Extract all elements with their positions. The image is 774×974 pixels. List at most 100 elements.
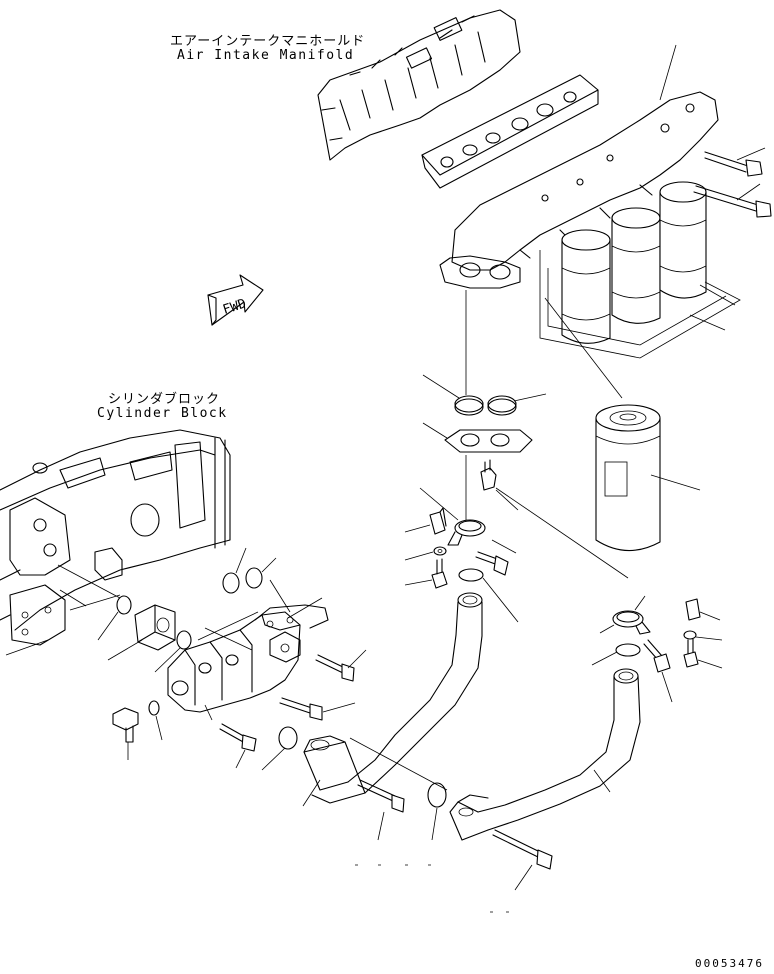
leader-seal-lower xyxy=(431,807,438,841)
manifold-label-en: Air Intake Manifold xyxy=(177,48,355,63)
clip-right xyxy=(685,598,701,621)
leader-fuel-head-2 xyxy=(269,579,291,613)
o-ring-block-1 xyxy=(222,572,240,594)
air-intake-manifold xyxy=(317,9,521,161)
leader-clamp-right-top xyxy=(634,595,646,611)
leader-clip-right xyxy=(699,611,721,621)
leader-washer-left xyxy=(404,551,434,561)
seal-washer-left xyxy=(458,568,484,582)
leader-plug-washer xyxy=(155,715,163,741)
leader-block-bolt xyxy=(59,589,87,607)
leader-bolt-left xyxy=(404,579,433,586)
pipe-clamp-left xyxy=(447,519,486,546)
o-ring-head xyxy=(176,630,192,650)
flange-bolt-left xyxy=(357,779,405,813)
leader-head-left xyxy=(204,627,253,651)
bolt-left xyxy=(431,558,448,589)
head-bolt-upper xyxy=(315,654,355,682)
leader-clamp-bolt-right xyxy=(661,671,673,703)
leader-pipe-right xyxy=(593,769,611,793)
leader-adapter-bolt xyxy=(495,489,519,511)
leader-filter-installed-2 xyxy=(699,284,736,306)
fuel-pipe-right xyxy=(449,668,641,841)
centerline-right-pipe xyxy=(495,487,629,579)
leader-washer-right xyxy=(695,636,723,641)
leader-adapter-block xyxy=(107,639,143,661)
leader-bolt-right xyxy=(697,659,723,669)
leader-head-bottom xyxy=(204,704,213,721)
fuel-pipe-left xyxy=(303,592,483,804)
filter-group-outline-inner xyxy=(547,268,727,346)
leader-head-bolt-lower xyxy=(322,702,356,713)
clamp-bolt-center xyxy=(475,551,509,576)
cylinder-block xyxy=(0,429,231,646)
leader-fuel-head xyxy=(197,611,259,641)
centerline-adapter xyxy=(57,564,121,599)
clip-left xyxy=(429,507,447,535)
flange-bolt-right xyxy=(492,829,553,870)
leader-o-ring-block-2 xyxy=(261,557,277,573)
leader-filter-installed xyxy=(689,314,726,331)
centerline-filter xyxy=(544,297,623,399)
leader-o-ring-left xyxy=(422,374,460,399)
cylinder-block-label-en: Cylinder Block xyxy=(97,406,228,421)
fwd-arrow-text: FWD xyxy=(221,296,248,318)
manifold-bolt-upper xyxy=(704,151,763,177)
o-ring-block-2 xyxy=(245,567,263,589)
seal-ring-middle xyxy=(278,726,298,750)
leader-clamp-right xyxy=(599,624,615,634)
fuel-filter-installed-2 xyxy=(611,207,661,324)
leader-fuel-head-top xyxy=(287,597,323,619)
plug-washer xyxy=(148,700,160,716)
bolt-right xyxy=(683,638,699,668)
manifold-bolt-lower xyxy=(693,185,772,218)
head-bolt-bottom xyxy=(219,723,257,752)
leader-seal-middle xyxy=(261,747,286,771)
leader-filter xyxy=(650,474,701,491)
centerline-seal xyxy=(349,737,448,791)
filter-group-outline xyxy=(539,250,741,359)
washer-left xyxy=(433,546,447,556)
leader-head-bolt-upper xyxy=(347,649,367,669)
leader-gasket xyxy=(422,422,448,439)
leader-clamp-bolt xyxy=(491,539,517,554)
leader-block-mid xyxy=(69,594,121,611)
leader-flange-bolt-right xyxy=(514,864,533,891)
leader-clamp-left xyxy=(419,487,459,521)
seal-ring-lower xyxy=(427,782,447,808)
adapter-gasket xyxy=(444,429,533,453)
drain-plug xyxy=(112,707,139,743)
leader-seal-left xyxy=(482,577,519,623)
leader-clip-left xyxy=(404,524,431,533)
adapter-block xyxy=(134,604,176,651)
fwd-arrow-icon xyxy=(207,274,264,326)
leader-o-ring-head xyxy=(154,647,181,673)
o-ring-right xyxy=(487,395,517,416)
leader-seal-right xyxy=(591,651,618,666)
cylinder-block-label-jp: シリンダブロック xyxy=(108,392,221,407)
seal-washer-right xyxy=(615,643,641,657)
head-bolt-lower xyxy=(279,697,323,721)
leader-pipe-left xyxy=(302,779,321,807)
leader-o-ring-block xyxy=(235,547,247,574)
fuel-filter-installed-1 xyxy=(561,229,611,344)
leader-filter-head xyxy=(659,44,677,101)
clamp-bolt-right xyxy=(643,639,671,673)
leader-o-ring-adapter xyxy=(97,611,119,641)
leader-head-bolt-bottom xyxy=(235,749,246,769)
manifold-gasket-plate xyxy=(421,74,599,189)
leader-o-ring-right xyxy=(513,393,547,402)
leader-bolt-lower xyxy=(736,183,761,201)
o-ring-adapter xyxy=(116,595,132,615)
leader-block-bottom xyxy=(5,639,49,656)
leader-flange-bolt-left xyxy=(377,811,385,841)
washer-right xyxy=(683,630,697,640)
adapter-bolt xyxy=(480,459,497,491)
manifold-label-jp: エアーインテークマニホールド xyxy=(170,34,366,49)
drawing-number: 00053476 xyxy=(695,957,764,970)
leader-bolt-upper xyxy=(736,147,766,161)
fuel-head-assembly xyxy=(167,604,329,713)
fuel-filter-cartridge xyxy=(595,404,661,552)
